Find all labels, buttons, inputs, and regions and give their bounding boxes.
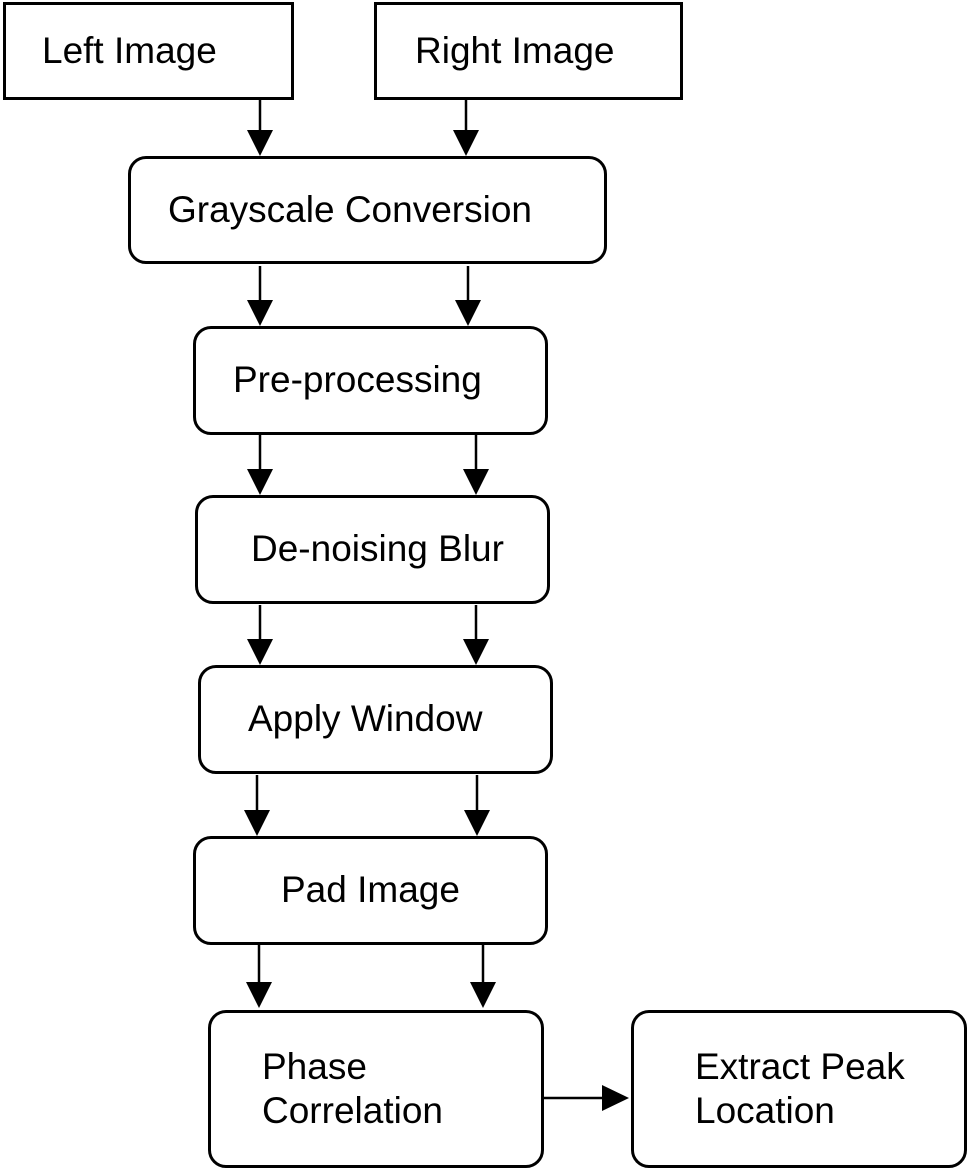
arrowhead-preprocessing-to-denoising-right: [463, 469, 489, 495]
arrowhead-pad-to-phase-left: [246, 982, 272, 1008]
pre-processing-node: Pre-processing: [193, 326, 548, 435]
pre-processing-label: Pre-processing: [233, 359, 482, 401]
arrowhead-denoising-to-window-left: [247, 639, 273, 665]
extract-peak-location-label-line1: Extract Peak: [695, 1045, 905, 1087]
arrowhead-denoising-to-window-right: [463, 639, 489, 665]
arrowhead-window-to-pad-left: [244, 810, 270, 836]
apply-window-node: Apply Window: [198, 665, 553, 774]
arrowhead-window-to-pad-right: [464, 810, 490, 836]
arrowhead-phase-to-extract: [602, 1085, 629, 1111]
right-image-node: Right Image: [374, 2, 683, 100]
phase-correlation-label-line1: Phase: [262, 1045, 367, 1087]
arrowhead-right-image-to-grayscale: [453, 130, 479, 156]
phase-correlation-label-line2: Correlation: [262, 1090, 443, 1131]
grayscale-conversion-label: Grayscale Conversion: [168, 188, 532, 230]
right-image-label: Right Image: [415, 29, 615, 71]
left-image-node: Left Image: [3, 2, 294, 100]
arrowhead-pad-to-phase-right: [470, 982, 496, 1008]
apply-window-label: Apply Window: [248, 698, 483, 740]
pad-image-node: Pad Image: [193, 836, 548, 945]
pad-image-label: Pad Image: [281, 869, 460, 911]
arrowhead-preprocessing-to-denoising-left: [247, 469, 273, 495]
left-image-label: Left Image: [42, 29, 217, 71]
extract-peak-location-label-line2: Location: [695, 1090, 835, 1131]
denoising-blur-label: De-noising Blur: [251, 528, 504, 570]
arrowhead-grayscale-to-preprocessing-right: [455, 300, 481, 326]
phase-correlation-node: Phase Correlation: [208, 1010, 544, 1168]
extract-peak-location-node: Extract Peak Location: [631, 1010, 967, 1168]
grayscale-conversion-node: Grayscale Conversion: [128, 156, 607, 264]
arrowhead-grayscale-to-preprocessing-left: [247, 300, 273, 326]
arrowhead-left-image-to-grayscale: [247, 130, 273, 156]
denoising-blur-node: De-noising Blur: [195, 495, 550, 604]
